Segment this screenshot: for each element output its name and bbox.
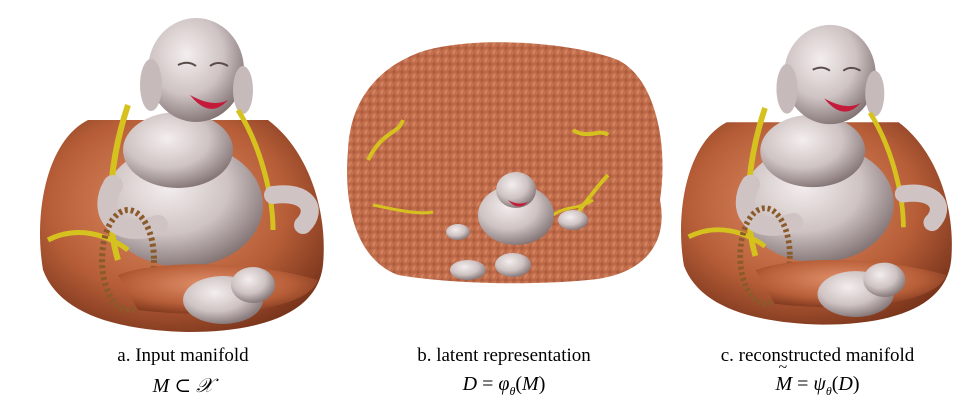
formula-c: M = ψθ(D): [660, 359, 975, 399]
reconstructed-manifold-image: [660, 0, 975, 340]
caption-c: c. reconstructed manifold: [720, 345, 915, 366]
panel-input-manifold: a. Input manifold M ⊂ 𝒳: [18, 0, 348, 414]
caption-a: a. Input manifold: [117, 345, 249, 366]
latent-representation-image: [347, 42, 663, 284]
panel-latent-representation: b. latent representation D = φθ(M): [338, 0, 670, 414]
input-manifold-image: [18, 0, 348, 340]
formula-b: D = φθ(M): [462, 373, 546, 398]
caption-b: b. latent representation: [417, 345, 591, 366]
panel-reconstructed-manifold: c. reconstructed manifold M = ψθ(D): [660, 0, 975, 414]
formula-a: M ⊂ 𝒳: [152, 375, 214, 397]
